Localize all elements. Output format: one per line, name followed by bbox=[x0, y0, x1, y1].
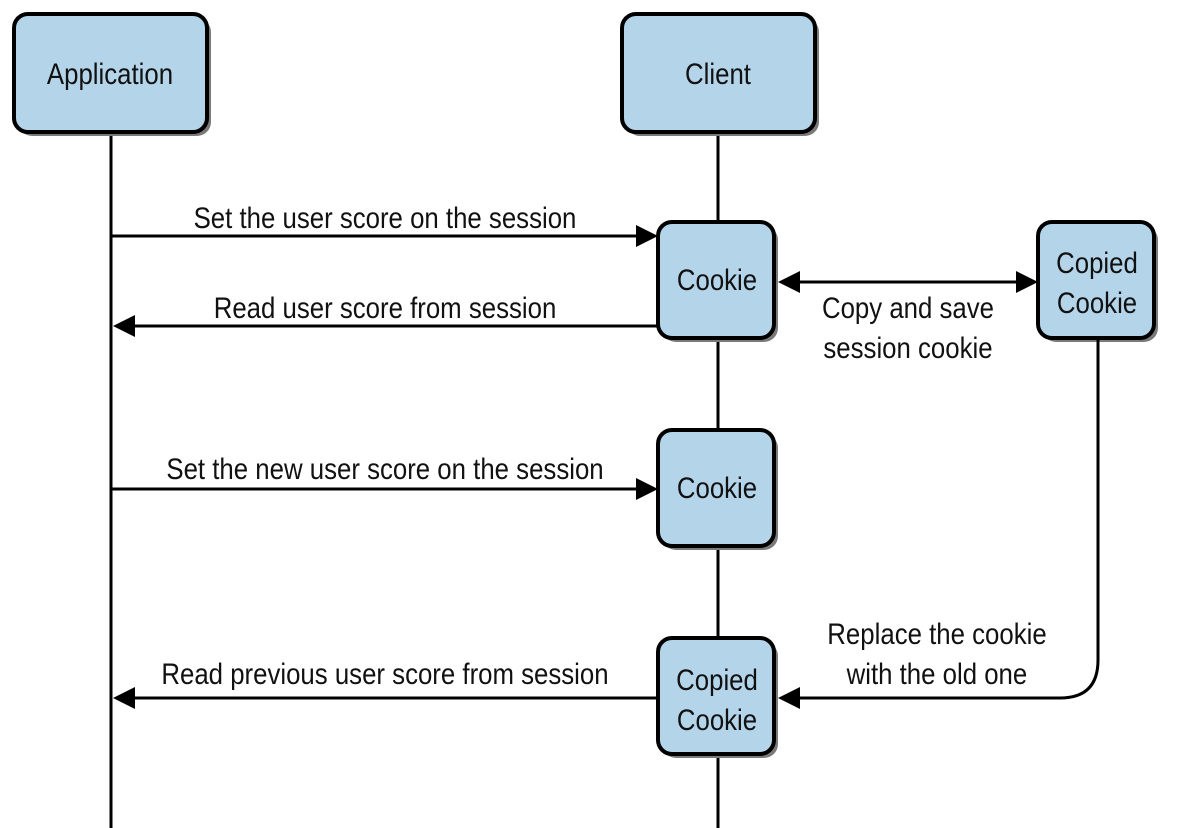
message-read-score: Read user score from session bbox=[113, 291, 659, 337]
set-new-score-label: Set the new user score on the session bbox=[166, 452, 603, 485]
copied-cookie-top-line1: Copied bbox=[1056, 246, 1138, 279]
replace-label-line1: Replace the cookie bbox=[827, 617, 1046, 650]
cookie-node-1: Cookie bbox=[656, 220, 778, 342]
cookie-node-2: Cookie bbox=[656, 428, 778, 550]
message-read-previous: Read previous user score from session bbox=[113, 657, 659, 709]
copied-cookie-bottom-line2: Cookie bbox=[677, 703, 757, 736]
cookie-node-2-label: Cookie bbox=[677, 471, 757, 504]
copied-cookie-top-line2: Cookie bbox=[1057, 286, 1137, 319]
message-set-new-score: Set the new user score on the session bbox=[111, 452, 658, 500]
replace-connector: Replace the cookie with the old one bbox=[778, 340, 1100, 709]
application-label: Application bbox=[47, 57, 173, 90]
copy-save-label-line2: session cookie bbox=[823, 331, 992, 364]
message-set-score: Set the user score on the session bbox=[111, 201, 658, 247]
read-previous-label: Read previous user score from session bbox=[161, 657, 608, 690]
read-score-label: Read user score from session bbox=[214, 291, 557, 324]
application-participant: Application bbox=[12, 12, 211, 136]
cookie-node-1-label: Cookie bbox=[677, 263, 757, 296]
copy-save-connector: Copy and save session cookie bbox=[778, 271, 1038, 364]
copy-save-label-line1: Copy and save bbox=[822, 291, 994, 324]
copied-cookie-node-top: Copied Cookie bbox=[1036, 220, 1158, 342]
copied-cookie-node-bottom: Copied Cookie bbox=[656, 636, 778, 758]
client-participant: Client bbox=[620, 12, 819, 136]
client-label: Client bbox=[685, 57, 751, 90]
set-score-label: Set the user score on the session bbox=[194, 201, 577, 234]
copied-cookie-bottom-line1: Copied bbox=[676, 663, 758, 696]
replace-label-line2: with the old one bbox=[846, 657, 1028, 690]
